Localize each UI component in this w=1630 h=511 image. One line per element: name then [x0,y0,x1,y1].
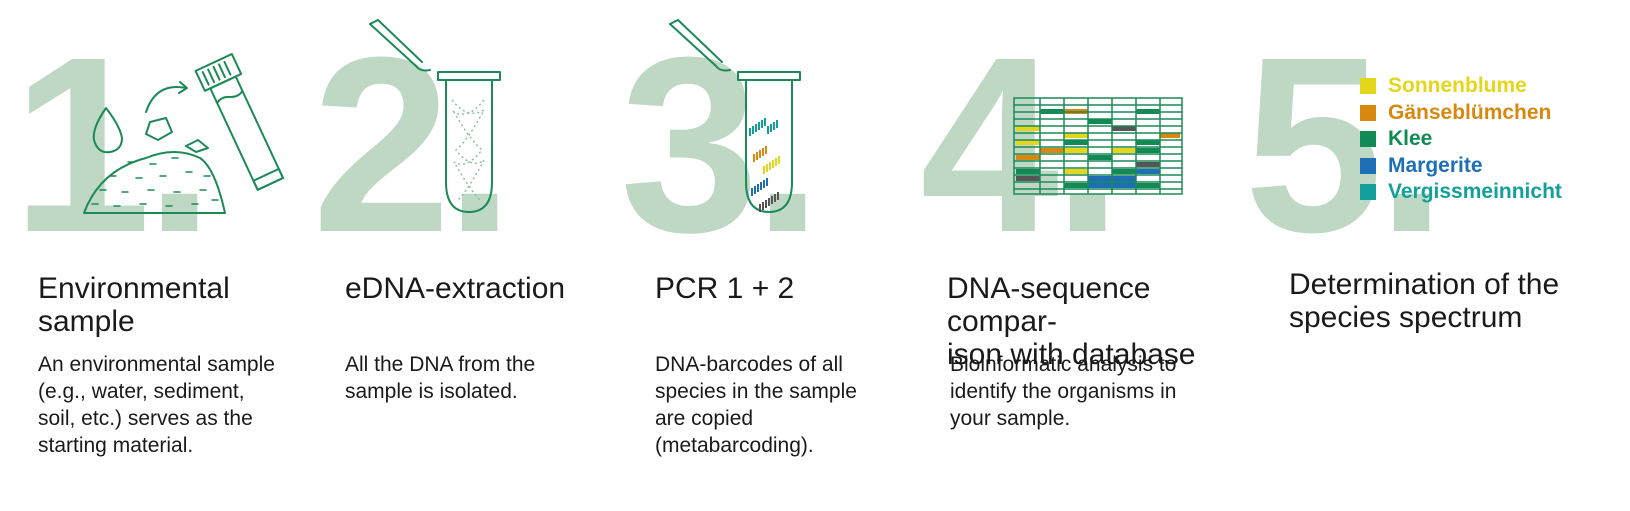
test-tube-icon [437,71,501,213]
legend-label: Klee [1388,127,1433,151]
legend-swatch [1360,131,1376,148]
dna-helix-icon [451,99,486,201]
tweezers-icon [669,19,731,72]
legend-item-sonnenblume: Sonnenblume [1360,73,1562,100]
legend-label: Sonnenblume [1388,74,1527,98]
step-title: Determination of the species spectrum [1289,268,1560,334]
dna-barcodes [749,118,780,212]
step-4: 4. [920,0,1240,511]
step-number: 1. [12,5,214,284]
step-3: 3. PCR 1 + 2 DNA-barcodes of all spe [618,0,938,511]
step-5: 5. Determination of the species spectrum [1240,0,1630,511]
barcode-tube-icon [737,71,801,213]
legend-label: Margerite [1388,153,1483,177]
legend-item-margerite: Margerite [1360,153,1562,180]
step-description: DNA-barcodes of all species in the sampl… [655,353,857,457]
legend-label: Gänseblümchen [1388,100,1552,124]
step-1: 1. Environmental sample An environmental… [0,0,320,511]
stone-icon [145,117,173,141]
extraction-illustration [369,19,501,213]
legend-item-vergissmeinnicht: Vergissmeinnicht [1360,179,1562,206]
step-description: An environmental sample (e.g., water, se… [38,353,275,457]
step-title: Environmental sample [38,272,230,338]
step-description: All the DNA from the sample is isolated. [345,353,536,403]
sample-tube-icon [194,53,285,191]
tweezers-icon [369,19,431,72]
legend-item-gaenseblumchen: Gänseblümchen [1360,100,1562,127]
grid-lines [1013,97,1183,195]
soil-pile-icon [83,151,226,214]
species-legend: Sonnenblume Gänseblümchen Klee Margerite… [1360,73,1562,206]
water-drop-icon [92,107,123,154]
sequence-grid-icon [1013,97,1183,195]
step-2: 2. eDNA-extraction All the DNA from the … [308,0,628,511]
legend-swatch [1360,78,1376,95]
pcr-illustration [669,19,801,213]
legend-swatch [1360,157,1376,174]
step-title: DNA-sequence compar- ison with database [947,272,1196,371]
legend-swatch [1360,184,1376,201]
sequence-cells [1016,109,1180,188]
step-title: PCR 1 + 2 [655,272,795,305]
legend-label: Vergissmeinnicht [1388,180,1562,204]
step-title: eDNA-extraction [345,272,566,305]
step-number: 5. [1244,5,1446,284]
legend-item-klee: Klee [1360,126,1562,153]
environmental-sample-illustration [83,53,285,214]
step-description: Bioinformatic analysis to identify the o… [950,353,1177,430]
step-number: 2. [312,5,514,284]
arrow-icon [145,86,187,113]
legend-swatch [1360,104,1376,121]
stone-icon [185,139,209,153]
